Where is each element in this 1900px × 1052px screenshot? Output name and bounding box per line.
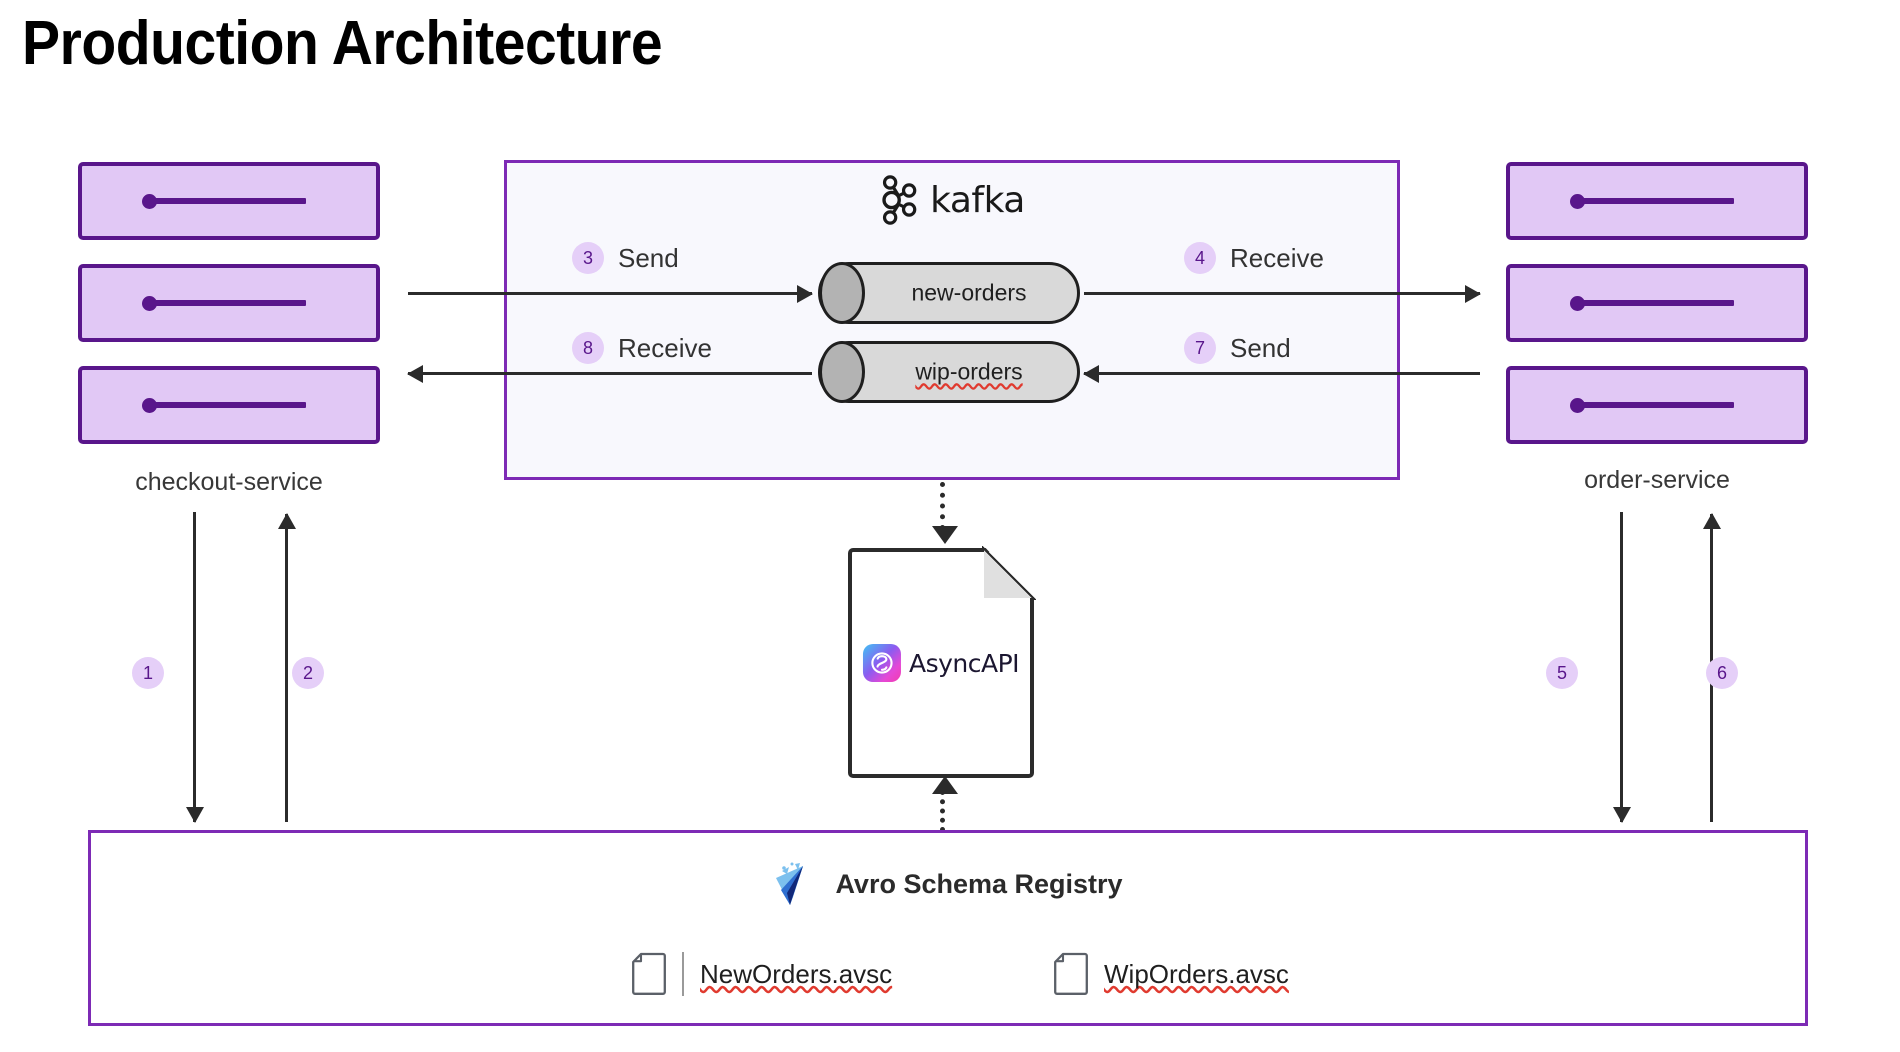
schema-file-new-orders[interactable]: NewOrders.avsc	[632, 952, 892, 996]
arrow-registry-to-checkout	[277, 513, 296, 822]
checkout-service-instance-2[interactable]	[78, 264, 380, 342]
checkout-service-instance-1[interactable]	[78, 162, 380, 240]
avro-logo-icon	[776, 862, 804, 905]
service-node-dot-icon	[1570, 193, 1585, 209]
step-badge-1: 1	[132, 657, 164, 689]
arrow-checkout-to-new-orders	[408, 284, 813, 303]
registry-header: Avro Schema Registry	[91, 861, 1805, 907]
arrow-checkout-to-registry	[185, 512, 204, 823]
kafka-brand: kafka	[879, 175, 1025, 225]
order-service-group	[1506, 162, 1808, 468]
order-service-label: order-service	[1584, 466, 1730, 494]
flow-action-label: Receive	[1230, 242, 1324, 273]
arrow-order-to-registry	[1612, 512, 1631, 823]
service-node-line-icon	[154, 402, 306, 408]
kafka-topic-new-orders[interactable]: new-orders	[818, 262, 1080, 324]
service-node-dot-icon	[1570, 397, 1585, 413]
flow-action-label: Send	[1230, 332, 1291, 363]
step-badge-7: 7	[1184, 332, 1216, 364]
service-node-dot-icon	[142, 295, 157, 311]
arrow-wip-orders-to-checkout	[407, 364, 812, 383]
asyncapi-brand: AsyncAPI	[862, 644, 1020, 682]
checkout-service-instance-3[interactable]	[78, 366, 380, 444]
order-service-instance-3[interactable]	[1506, 366, 1808, 444]
registry-title: Avro Schema Registry	[835, 868, 1123, 899]
dotted-arrow-registry-to-asyncapi	[932, 776, 958, 832]
service-node-dot-icon	[142, 193, 157, 209]
step-badge-8: 8	[572, 332, 604, 364]
flow-action-label: Send	[618, 242, 679, 273]
service-node-line-icon	[1582, 402, 1734, 408]
page-title: Production Architecture	[22, 9, 663, 78]
service-node-line-icon	[1582, 300, 1734, 306]
asyncapi-document[interactable]: AsyncAPI	[848, 546, 1036, 778]
flow-label-receive-new-orders: 4 Receive	[1184, 242, 1324, 274]
step-badge-6: 6	[1706, 657, 1738, 689]
file-icon-wrap	[632, 952, 684, 996]
step-badge-4: 4	[1184, 242, 1216, 274]
topic-label: new-orders	[911, 279, 1027, 306]
order-service-instance-2[interactable]	[1506, 264, 1808, 342]
file-divider	[682, 952, 684, 996]
asyncapi-wordmark: AsyncAPI	[908, 648, 1020, 678]
dotted-arrow-kafka-to-asyncapi	[932, 482, 958, 544]
service-node-dot-icon	[1570, 295, 1585, 311]
service-node-dot-icon	[142, 397, 157, 413]
asyncapi-logo-icon	[862, 644, 901, 682]
file-icon	[1054, 952, 1088, 995]
document-fold-edge-icon	[982, 546, 1036, 600]
service-node-line-icon	[154, 300, 306, 306]
kafka-topic-wip-orders[interactable]: wip-orders	[818, 341, 1080, 403]
schema-file-name: NewOrders.avsc	[700, 958, 893, 989]
flow-label-send-new-orders: 3 Send	[572, 242, 679, 274]
step-badge-5: 5	[1546, 657, 1578, 689]
file-icon-wrap	[1054, 952, 1088, 996]
service-node-line-icon	[1582, 198, 1734, 204]
flow-label-send-wip-orders: 7 Send	[1184, 332, 1291, 364]
kafka-logo-icon	[882, 175, 917, 225]
arrow-new-orders-to-order-service	[1084, 284, 1481, 303]
step-badge-3: 3	[572, 242, 604, 274]
schema-file-name: WipOrders.avsc	[1104, 958, 1289, 989]
topic-label: wip-orders	[915, 358, 1023, 385]
arrow-order-service-to-wip-orders	[1083, 364, 1480, 383]
topic-cylinder-cap-icon	[819, 262, 865, 324]
avro-schema-registry-panel: Avro Schema Registry	[88, 830, 1808, 1026]
step-badge-2: 2	[292, 657, 324, 689]
service-node-line-icon	[154, 198, 306, 204]
checkout-service-group	[78, 162, 380, 468]
topic-cylinder-cap-icon	[819, 341, 865, 403]
kafka-wordmark: kafka	[930, 179, 1025, 221]
order-service-instance-1[interactable]	[1506, 162, 1808, 240]
file-icon	[632, 952, 666, 995]
flow-label-receive-wip-orders: 8 Receive	[572, 332, 712, 364]
flow-action-label: Receive	[618, 332, 712, 363]
schema-file-wip-orders[interactable]: WipOrders.avsc	[1054, 952, 1289, 996]
checkout-service-label: checkout-service	[135, 468, 323, 496]
